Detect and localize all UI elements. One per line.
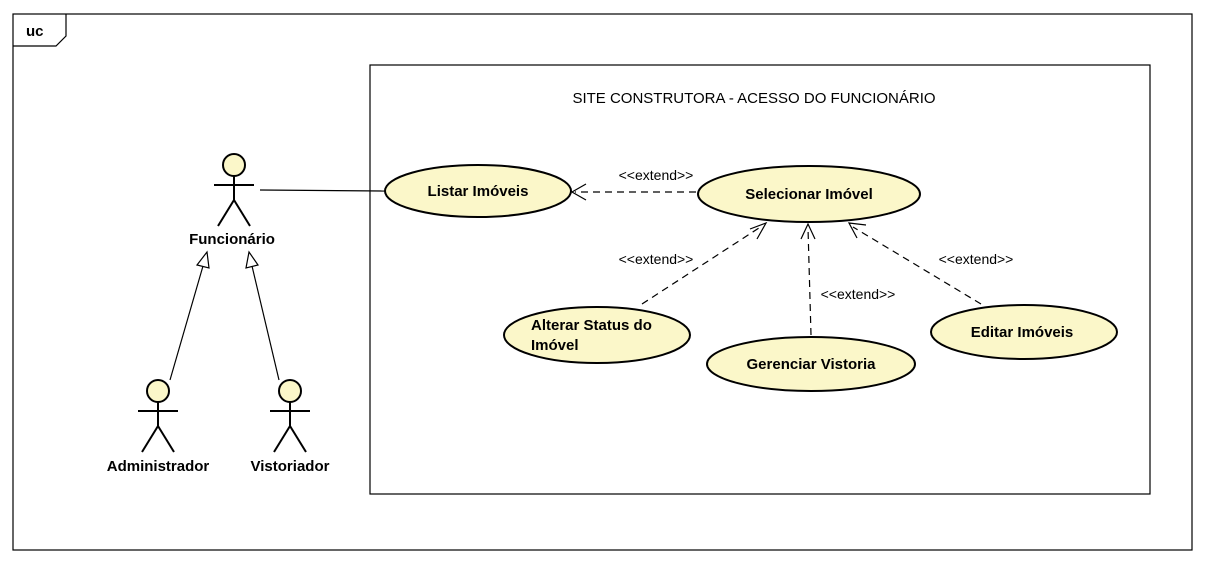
actor-funcionario[interactable]: Funcionário [189,153,275,248]
use-case-listar-imoveis[interactable]: Listar Imóveis [384,164,572,218]
system-boundary [369,64,1151,495]
frame-tab [13,14,67,47]
system-title: SITE CONSTRUTORA - ACESSO DO FUNCIONÁRIO [572,90,935,107]
use-case-label-selecionar: Selecionar Imóvel [745,186,873,203]
use-case-label-listar: Listar Imóveis [428,183,529,200]
use-case-label-alterar-line2: Imóvel [531,337,579,354]
use-case-label-alterar-line1: Alterar Status do [531,317,652,334]
generalization-vistoriador [245,250,280,381]
stereotype-extend-gerenciar: <<extend>> [821,286,896,302]
generalization-administrador [169,250,210,381]
extend-selecionar-listar: <<extend>> [570,167,696,201]
use-case-label-editar: Editar Imóveis [971,324,1074,341]
use-case-gerenciar-vistoria[interactable]: Gerenciar Vistoria [706,336,916,392]
actor-administrador[interactable]: Administrador [107,379,210,475]
actor-name-funcionario: Funcionário [189,231,275,248]
actor-vistoriador[interactable]: Vistoriador [251,379,330,475]
actor-name-administrador: Administrador [107,458,210,475]
extend-gerenciar-selecionar: <<extend>> [800,222,896,336]
association-funcionario-listar [259,189,386,192]
use-case-selecionar-imovel[interactable]: Selecionar Imóvel [697,165,921,223]
stereotype-extend-editar: <<extend>> [939,251,1014,267]
extend-alterar-selecionar: <<extend>> [619,221,768,305]
actor-name-vistoriador: Vistoriador [251,458,330,475]
use-case-label-gerenciar: Gerenciar Vistoria [747,356,877,373]
stereotype-extend-listar: <<extend>> [619,167,694,183]
extend-editar-selecionar: <<extend>> [847,222,1014,305]
diagram-frame [12,13,1193,551]
use-case-editar-imoveis[interactable]: Editar Imóveis [930,304,1118,360]
stereotype-extend-alterar: <<extend>> [619,251,694,267]
use-case-alterar-status[interactable]: Alterar Status do Imóvel [503,306,691,364]
frame-label: uc [26,23,44,40]
